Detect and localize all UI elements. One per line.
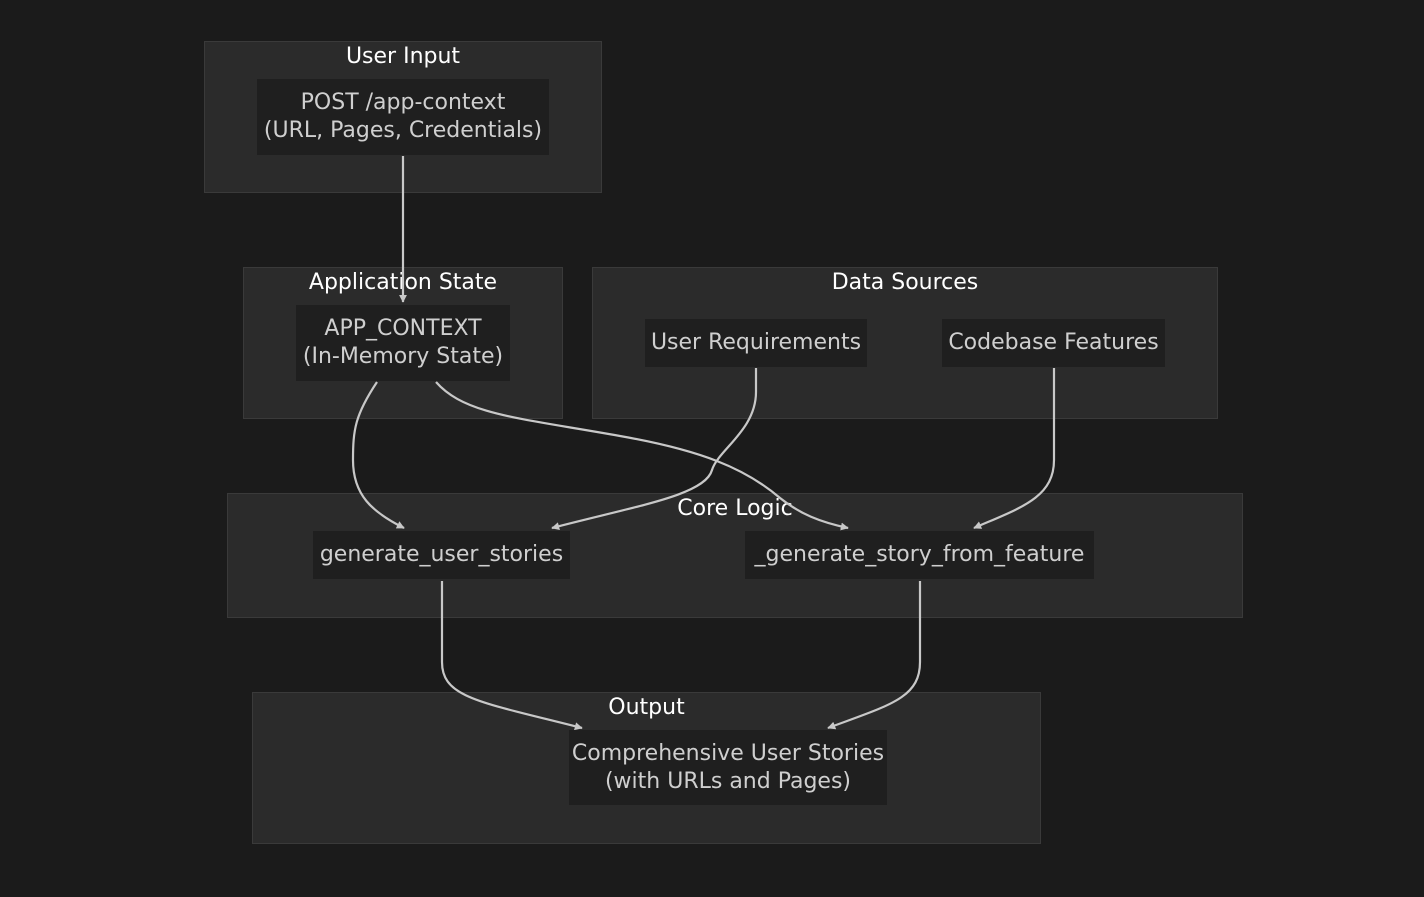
node-post-app-context-line1: POST /app-context [300, 90, 506, 115]
cluster-title-data-sources: Data Sources [831, 270, 979, 295]
node-comprehensive-user-stories-line1: Comprehensive User Stories [571, 740, 885, 766]
node-generate-user-stories[interactable]: generate_user_stories [313, 531, 570, 579]
node-generate-user-stories-label: generate_user_stories [319, 542, 564, 567]
node-post-app-context[interactable]: POST /app-context (URL, Pages, Credentia… [257, 79, 549, 155]
node-app-context[interactable]: APP_CONTEXT (In-Memory State) [296, 305, 510, 381]
node-post-app-context-line2: (URL, Pages, Credentials) [263, 118, 543, 143]
node-comprehensive-user-stories[interactable]: Comprehensive User Stories (with URLs an… [569, 730, 887, 805]
node-codebase-features[interactable]: Codebase Features [942, 319, 1165, 367]
cluster-title-output: Output [608, 695, 685, 720]
node-generate-story-from-feature[interactable]: _generate_story_from_feature [745, 531, 1094, 579]
node-generate-story-from-feature-label: _generate_story_from_feature [754, 542, 1085, 567]
node-app-context-line2: (In-Memory State) [302, 344, 504, 369]
node-comprehensive-user-stories-line2: (with URLs and Pages) [604, 768, 852, 794]
node-codebase-features-label: Codebase Features [948, 330, 1159, 355]
node-app-context-line1: APP_CONTEXT [324, 316, 482, 341]
cluster-title-core-logic: Core Logic [677, 496, 793, 521]
node-user-requirements-label: User Requirements [650, 330, 862, 355]
cluster-title-application-state: Application State [308, 270, 498, 295]
cluster-title-user-input: User Input [345, 44, 461, 69]
node-user-requirements[interactable]: User Requirements [645, 319, 867, 367]
